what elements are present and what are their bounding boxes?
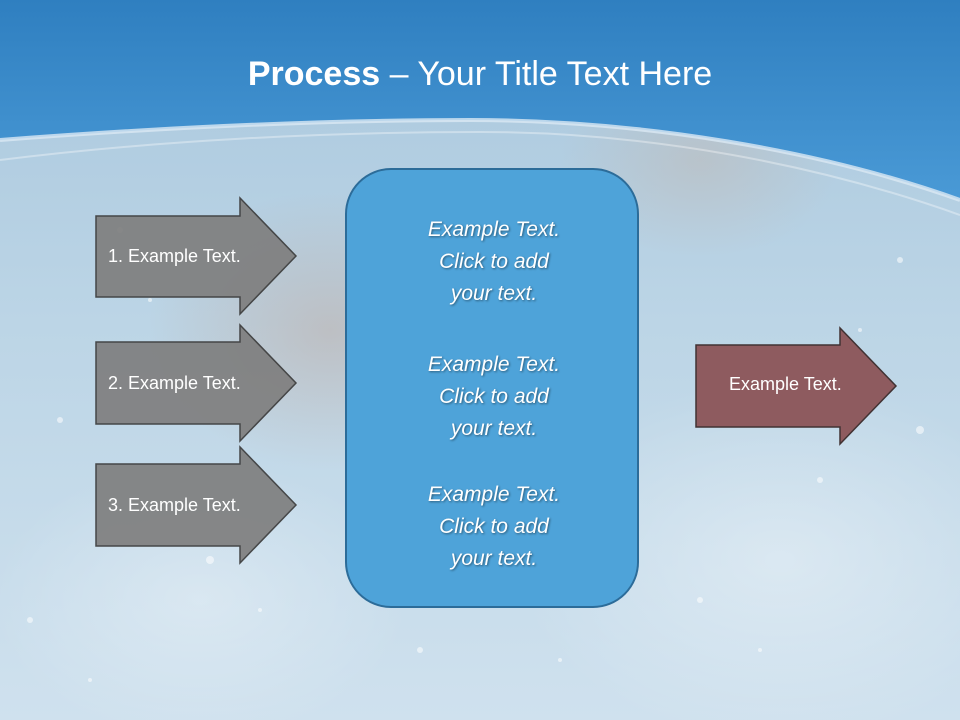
center-line: Click to add (439, 250, 549, 273)
center-text-block-2: Example Text. Click to add your text. (347, 349, 641, 445)
left-arrow-1-label: 1. Example Text. (108, 246, 241, 266)
center-line: your text. (450, 547, 538, 570)
right-arrow-label: Example Text. (729, 374, 842, 394)
center-line: Example Text. (427, 353, 561, 376)
center-line: your text. (450, 417, 538, 440)
center-line: Example Text. (427, 218, 561, 241)
center-line: Click to add (439, 515, 549, 538)
center-text-block-1: Example Text. Click to add your text. (347, 214, 641, 310)
center-box[interactable]: Example Text. Click to add your text. Ex… (345, 168, 639, 608)
left-arrow-3-label: 3. Example Text. (108, 495, 241, 515)
right-arrow (695, 326, 898, 446)
center-text-block-3: Example Text. Click to add your text. (347, 479, 641, 575)
title-rest: – Your Title Text Here (380, 55, 713, 93)
center-line: Example Text. (427, 483, 561, 506)
left-arrow-2-label: 2. Example Text. (108, 373, 241, 393)
title-bold-word: Process (247, 55, 381, 93)
slide-title: Process – Your Title Text Here (0, 52, 960, 96)
left-arrow-1 (95, 196, 298, 316)
left-arrow-3 (95, 445, 298, 565)
center-line: your text. (450, 282, 538, 305)
left-arrow-2 (95, 323, 298, 443)
center-line: Click to add (439, 385, 549, 408)
